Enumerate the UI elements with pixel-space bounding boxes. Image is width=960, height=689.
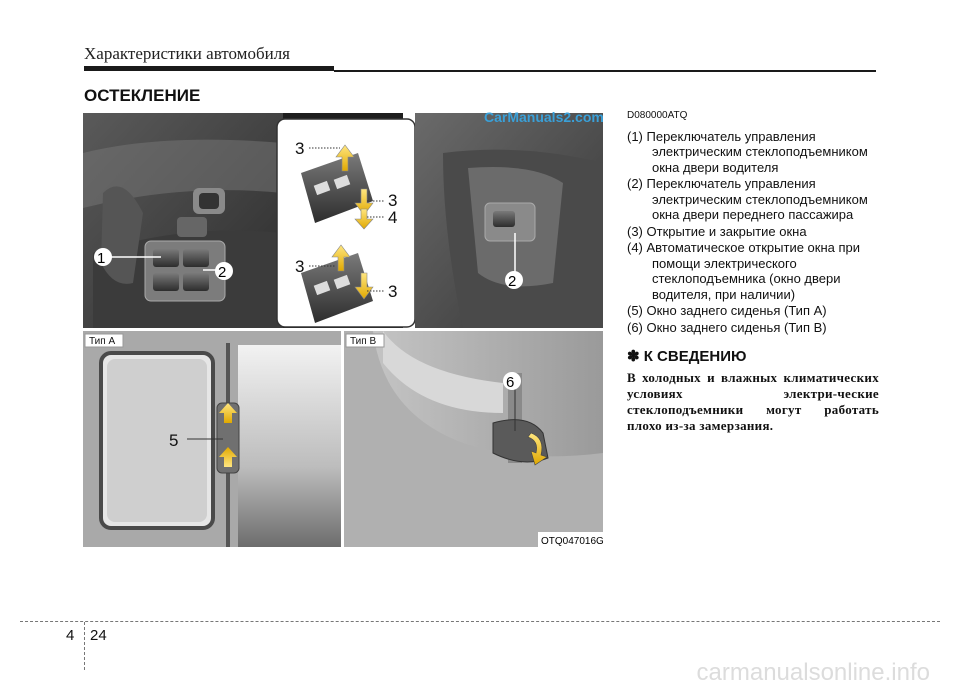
passenger-door-photo [415,113,603,328]
header-bar [84,66,334,71]
page-number: 24 [90,627,107,644]
section-title: ОСТЕКЛЕНИЕ [84,86,201,105]
callout-5: 5 [169,431,178,450]
content-column: D080000ATQ (1) Переключатель управления … [627,108,879,434]
type-a-label: Тип A [89,336,115,347]
footer-rule [20,621,940,622]
callout-3c: 3 [295,257,304,276]
doc-code: D080000ATQ [627,110,688,121]
callout-6-label: 6 [506,374,514,391]
callout-2b-label: 2 [508,273,516,290]
list-item: (6) Окно заднего сиденья (Тип B) [627,319,827,335]
figure-code: OTQ047016G [541,536,603,547]
list-item: (3) Открытие и закрытие окна [627,223,807,239]
list-item: (2) Переключатель управления электрическ… [627,176,868,222]
site-footer: carmanualsonline.info [696,659,930,686]
rear-window-type-b [344,331,603,547]
list-item: (1) Переключатель управления электрическ… [627,128,868,175]
callout-2-label: 2 [218,264,226,281]
note-text: В холодных и влажных климатических услов… [627,369,879,433]
callout-3d: 3 [388,282,397,301]
rear-window-type-a [83,331,341,547]
callout-3b: 3 [388,191,397,210]
callout-4: 4 [388,208,397,227]
header-title: Характеристики автомобиля [84,44,290,63]
list-item: (4) Автоматическое открытие окна при пом… [627,240,861,302]
watermark: CarManuals2.com [484,109,604,125]
footer-divider [84,622,85,670]
note-title: ✽ К СВЕДЕНИЮ [627,348,747,365]
type-b-label: Тип B [350,336,376,347]
callout-1-label: 1 [97,250,105,267]
list-item: (5) Окно заднего сиденья (Тип A) [627,303,827,318]
page-chapter: 4 [66,627,75,644]
switch-detail-inset [276,113,416,328]
driver-door-photo [83,113,283,328]
header-rule [334,70,876,72]
windows-figure: 1 2 3 3 4 3 3 [83,113,603,547]
callout-3a: 3 [295,139,304,158]
